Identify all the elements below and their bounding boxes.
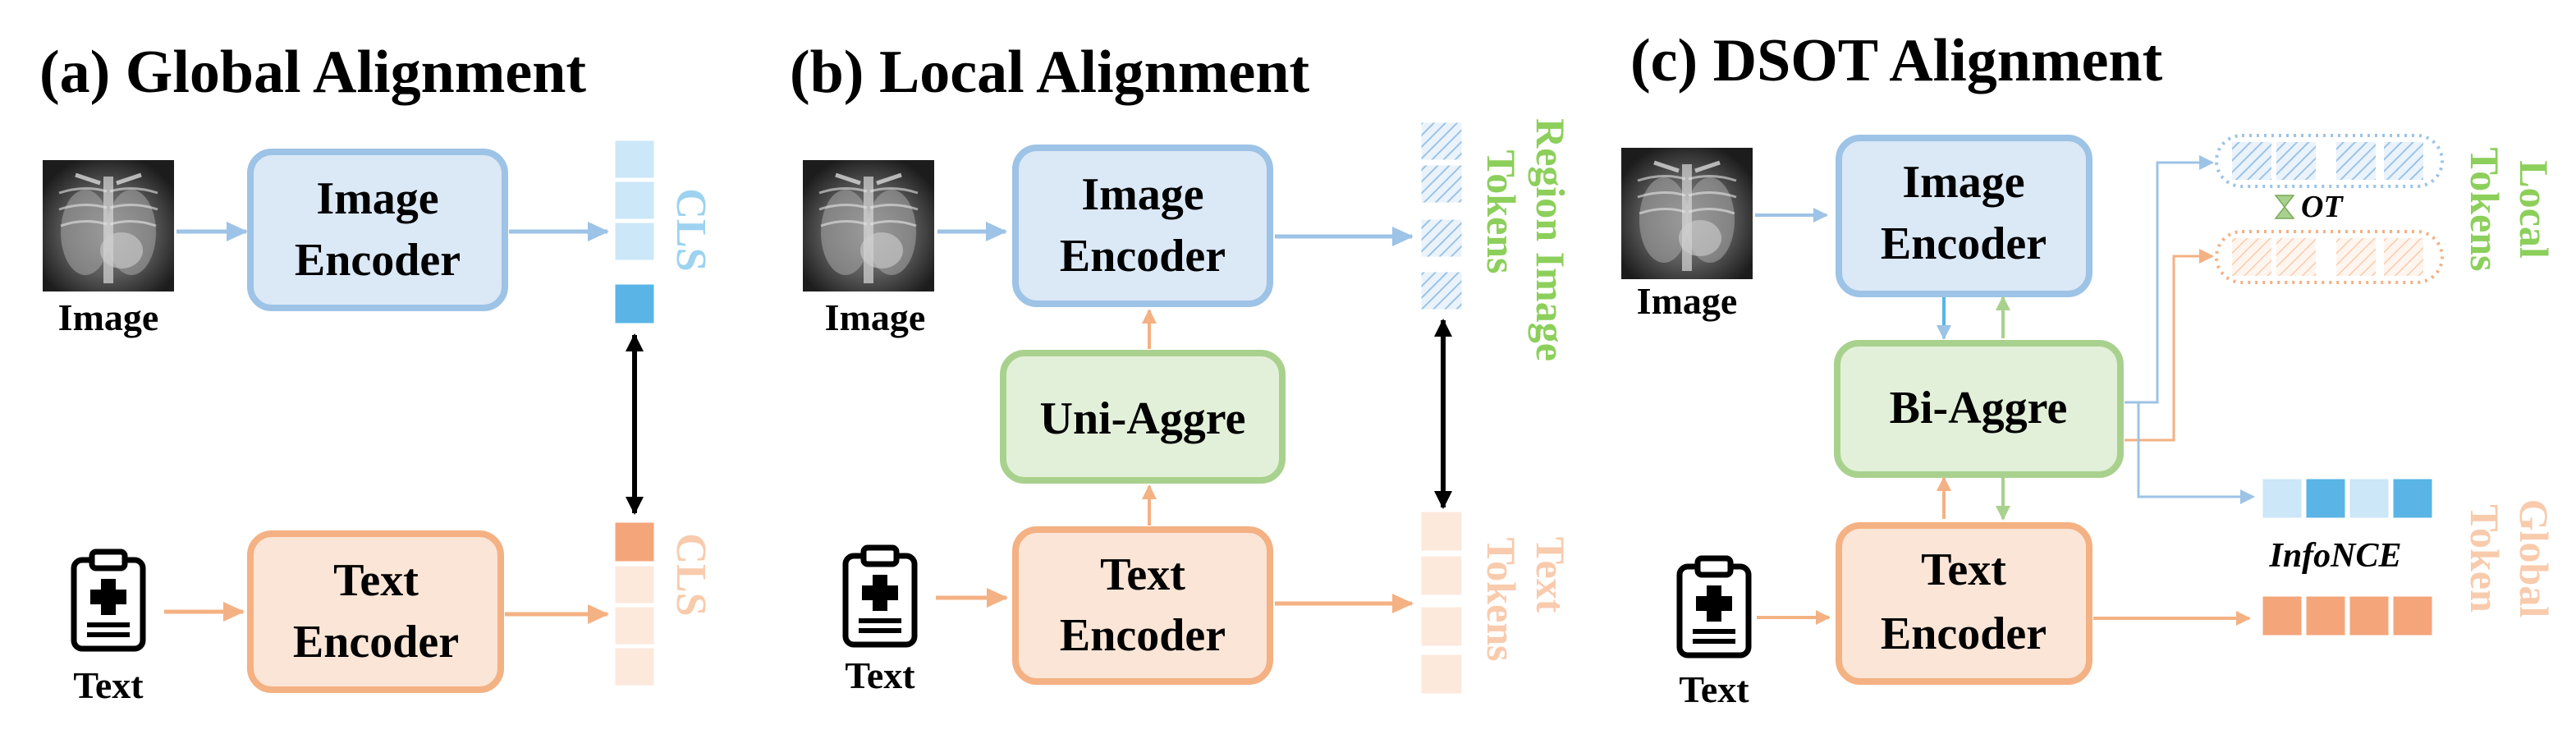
panel-c-title: (c) DSOT Alignment — [1630, 27, 2163, 94]
local-text-token-capsule — [2215, 230, 2444, 284]
connector-biaggre-to-global-image-token — [2137, 402, 2255, 504]
region-image-token — [1419, 163, 1464, 205]
text-caption-a: Text — [73, 664, 144, 706]
image-encoder-label-c-line1: Image — [1902, 157, 2024, 208]
global-text-token — [2303, 594, 2348, 638]
image-caption-a: Image — [58, 296, 159, 338]
global-token-label-line2: Token — [2462, 504, 2508, 613]
clipboard-medical-report-icon-c — [1680, 558, 1749, 655]
text-encoder-label-b-line2: Encoder — [1060, 610, 1226, 661]
chest-xray-thumbnail-c — [1621, 148, 1753, 279]
text-token — [612, 645, 657, 688]
text-token — [612, 563, 657, 606]
text-token — [612, 604, 657, 647]
image-token-stack-a — [612, 138, 657, 326]
bi-aggre-box-c — [1834, 340, 2124, 478]
region-image-tokens-label-b-line2: Tokens — [1478, 149, 1524, 273]
region-image-token-stack-b — [1419, 120, 1464, 312]
text-cls-label-a: CLS — [667, 533, 714, 616]
text-encoder-box-b — [1012, 526, 1273, 685]
text-cls-token — [612, 520, 657, 564]
local-text-token-row — [2230, 236, 2425, 278]
clipboard-medical-report-icon-a — [74, 552, 143, 649]
hourglass-icon — [2274, 195, 2295, 219]
image-encoder-label-b-line2: Encoder — [1060, 231, 1226, 282]
chest-xray-thumbnail-a — [43, 160, 174, 291]
panel-a-global-alignment: (a) Global Alignment Image Image Encoder… — [39, 39, 714, 706]
ot-label: OT — [2301, 190, 2344, 224]
image-encoder-label-a-line1: Image — [316, 173, 438, 224]
text-encoder-label-a-line1: Text — [333, 555, 419, 606]
panel-b-local-alignment: (b) Local Alignment Image Image Encoder … — [790, 39, 1574, 696]
global-text-token — [2260, 594, 2304, 638]
image-cls-label-a: CLS — [667, 188, 714, 271]
global-text-token — [2390, 594, 2435, 638]
bi-aggre-label-c: Bi-Aggre — [1890, 383, 2068, 434]
text-encoder-box-c — [1836, 522, 2092, 685]
local-image-token — [2335, 140, 2377, 181]
image-caption-c: Image — [1637, 280, 1738, 322]
local-image-token — [2275, 140, 2317, 181]
text-encoder-label-c-line2: Encoder — [1881, 608, 2047, 659]
text-encoder-box-a — [247, 530, 504, 693]
local-image-token-row — [2230, 140, 2425, 181]
text-token — [1419, 652, 1464, 696]
text-token — [1419, 509, 1464, 553]
local-text-token — [2275, 236, 2317, 278]
global-image-token — [2390, 476, 2435, 521]
text-caption-c: Text — [1679, 668, 1749, 710]
global-image-token — [2303, 476, 2348, 521]
uni-aggre-label-b: Uni-Aggre — [1040, 393, 1246, 444]
connector-biaggre-to-local-image-tokens — [2125, 155, 2214, 404]
infonce-label: InfoNCE — [2268, 537, 2401, 575]
connector-biaggre-to-local-text-tokens — [2125, 249, 2214, 442]
local-tokens-label-line2: Tokens — [2462, 147, 2508, 271]
image-encoder-box-b — [1012, 145, 1273, 307]
local-image-token — [2382, 140, 2425, 181]
local-text-token — [2382, 236, 2425, 278]
region-image-token — [1419, 217, 1464, 259]
image-token — [612, 138, 657, 181]
text-tokens-label-b-line2: Tokens — [1478, 537, 1524, 661]
global-image-token — [2260, 476, 2304, 521]
image-token — [612, 179, 657, 222]
local-tokens-label-line1: Local — [2511, 160, 2557, 259]
image-token — [612, 220, 657, 263]
global-text-token — [2347, 594, 2391, 638]
text-encoder-label-a-line2: Encoder — [293, 617, 459, 668]
image-encoder-label-c-line2: Encoder — [1881, 218, 2047, 269]
image-encoder-box-c — [1836, 135, 2092, 297]
panel-a-title: (a) Global Alignment — [39, 39, 586, 106]
text-encoder-label-c-line1: Text — [1921, 544, 2006, 595]
text-caption-b: Text — [845, 654, 915, 696]
text-token-stack-a — [612, 520, 657, 688]
uni-aggre-box-b — [1000, 350, 1286, 484]
chest-xray-thumbnail-b — [803, 160, 934, 291]
image-cls-token — [612, 282, 657, 326]
global-text-token-row — [2260, 594, 2435, 638]
image-encoder-label-a-line2: Encoder — [295, 235, 461, 286]
global-image-token-row — [2260, 476, 2435, 521]
global-image-token — [2347, 476, 2391, 521]
text-tokens-label-b-line1: Text — [1528, 537, 1574, 613]
image-encoder-box-a — [247, 149, 508, 311]
text-token — [1419, 553, 1464, 598]
text-token — [1419, 604, 1464, 649]
text-token-stack-b — [1419, 509, 1464, 696]
global-token-label-line1: Global — [2511, 499, 2557, 618]
local-text-token — [2335, 236, 2377, 278]
image-encoder-label-b-line1: Image — [1081, 169, 1203, 220]
region-image-tokens-label-b-line1: Region Image — [1528, 118, 1574, 361]
panel-b-title: (b) Local Alignment — [790, 39, 1309, 106]
region-image-token — [1419, 120, 1464, 163]
clipboard-medical-report-icon-b — [846, 548, 914, 645]
local-image-token — [2230, 140, 2273, 181]
local-image-token-capsule — [2215, 134, 2444, 188]
text-encoder-label-b-line1: Text — [1100, 549, 1185, 600]
panel-c-dsot-alignment: (c) DSOT Alignment Image Image Encoder B… — [1621, 27, 2557, 710]
local-text-token — [2230, 236, 2273, 278]
region-image-token — [1419, 269, 1464, 312]
image-caption-b: Image — [825, 296, 926, 338]
